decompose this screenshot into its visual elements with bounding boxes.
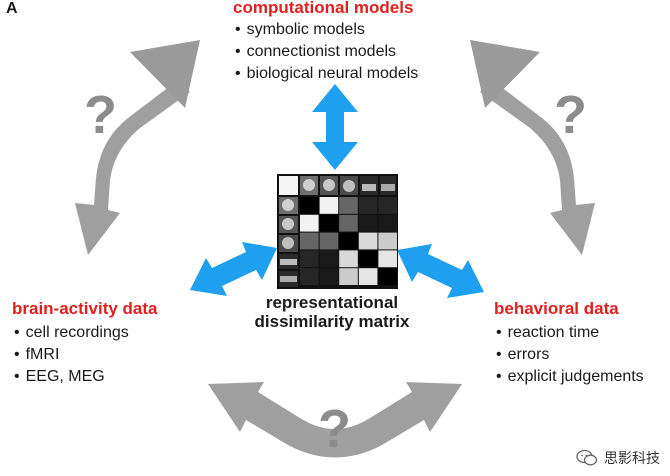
matrix-cell — [378, 232, 397, 250]
list-item: fMRI — [14, 344, 158, 366]
matrix-cell — [300, 197, 319, 214]
behavioral-data-block: behavioral data reaction time errors exp… — [494, 299, 644, 388]
matrix-cell — [300, 250, 319, 268]
matrix-cell — [378, 197, 397, 214]
brain-activity-list: cell recordings fMRI EEG, MEG — [14, 322, 158, 388]
matrix-cell — [300, 232, 319, 250]
matrix-cell — [319, 197, 339, 214]
stimulus-thumbnails-top — [279, 176, 396, 195]
gray-arrow-top-right — [470, 40, 595, 255]
matrix-cell — [339, 232, 358, 250]
panel-label: A — [6, 0, 18, 17]
brain-activity-block: brain-activity data cell recordings fMRI… — [12, 299, 158, 388]
matrix-cell — [378, 268, 397, 285]
rdm-caption-line-1: representational — [265, 293, 399, 312]
list-item: cell recordings — [14, 322, 158, 344]
list-item: explicit judgements — [496, 366, 644, 388]
watermark-text: 思影科技 — [604, 450, 660, 466]
matrix-cell — [319, 232, 339, 250]
matrix-cell — [339, 214, 358, 232]
wechat-icon — [576, 449, 598, 466]
matrix-cell — [358, 197, 378, 214]
list-item: EEG, MEG — [14, 366, 158, 388]
matrix-cell — [339, 268, 358, 285]
matrix-cell — [358, 250, 378, 268]
watermark: 思影科技 — [576, 448, 660, 468]
brain-activity-heading: brain-activity data — [12, 299, 158, 318]
matrix-cell — [378, 250, 397, 268]
matrix-cell — [319, 268, 339, 285]
matrix-cell — [300, 214, 319, 232]
gray-arrow-top-left — [75, 40, 200, 255]
rdm-matrix — [277, 174, 398, 289]
question-mark-bottom: ? — [318, 399, 351, 459]
matrix-cell — [378, 214, 397, 232]
question-mark-top-left: ? — [84, 85, 117, 145]
computational-models-list: symbolic models connectionist models bio… — [235, 19, 419, 85]
list-item: errors — [496, 344, 644, 366]
list-item: symbolic models — [235, 19, 418, 41]
matrix-cells — [300, 197, 397, 285]
stimulus-thumbnails-left — [279, 197, 298, 287]
matrix-cell — [319, 214, 339, 232]
behavioral-data-heading: behavioral data — [494, 299, 619, 318]
computational-models-heading: computational models — [233, 0, 414, 17]
blue-arrow-left — [190, 242, 277, 296]
rdm-caption-line-2: dissimilarity matrix — [254, 312, 410, 331]
matrix-cell — [358, 214, 378, 232]
blue-arrow-right — [397, 244, 484, 298]
matrix-cell — [300, 268, 319, 285]
gray-arrow-bottom — [208, 382, 462, 458]
list-item: biological neural models — [235, 63, 419, 85]
matrix-cell — [358, 232, 378, 250]
blue-arrow-top — [312, 84, 358, 170]
computational-models-block: computational models symbolic models con… — [233, 0, 418, 85]
matrix-cell — [339, 197, 358, 214]
list-item: connectionist models — [235, 41, 418, 63]
rdm-caption: representational dissimilarity matrix — [232, 293, 432, 331]
matrix-cell — [319, 250, 339, 268]
matrix-cell — [339, 250, 358, 268]
matrix-cell — [358, 268, 378, 285]
list-item: reaction time — [496, 322, 644, 344]
question-mark-top-right: ? — [554, 85, 587, 145]
behavioral-data-list: reaction time errors explicit judgements — [496, 322, 644, 388]
